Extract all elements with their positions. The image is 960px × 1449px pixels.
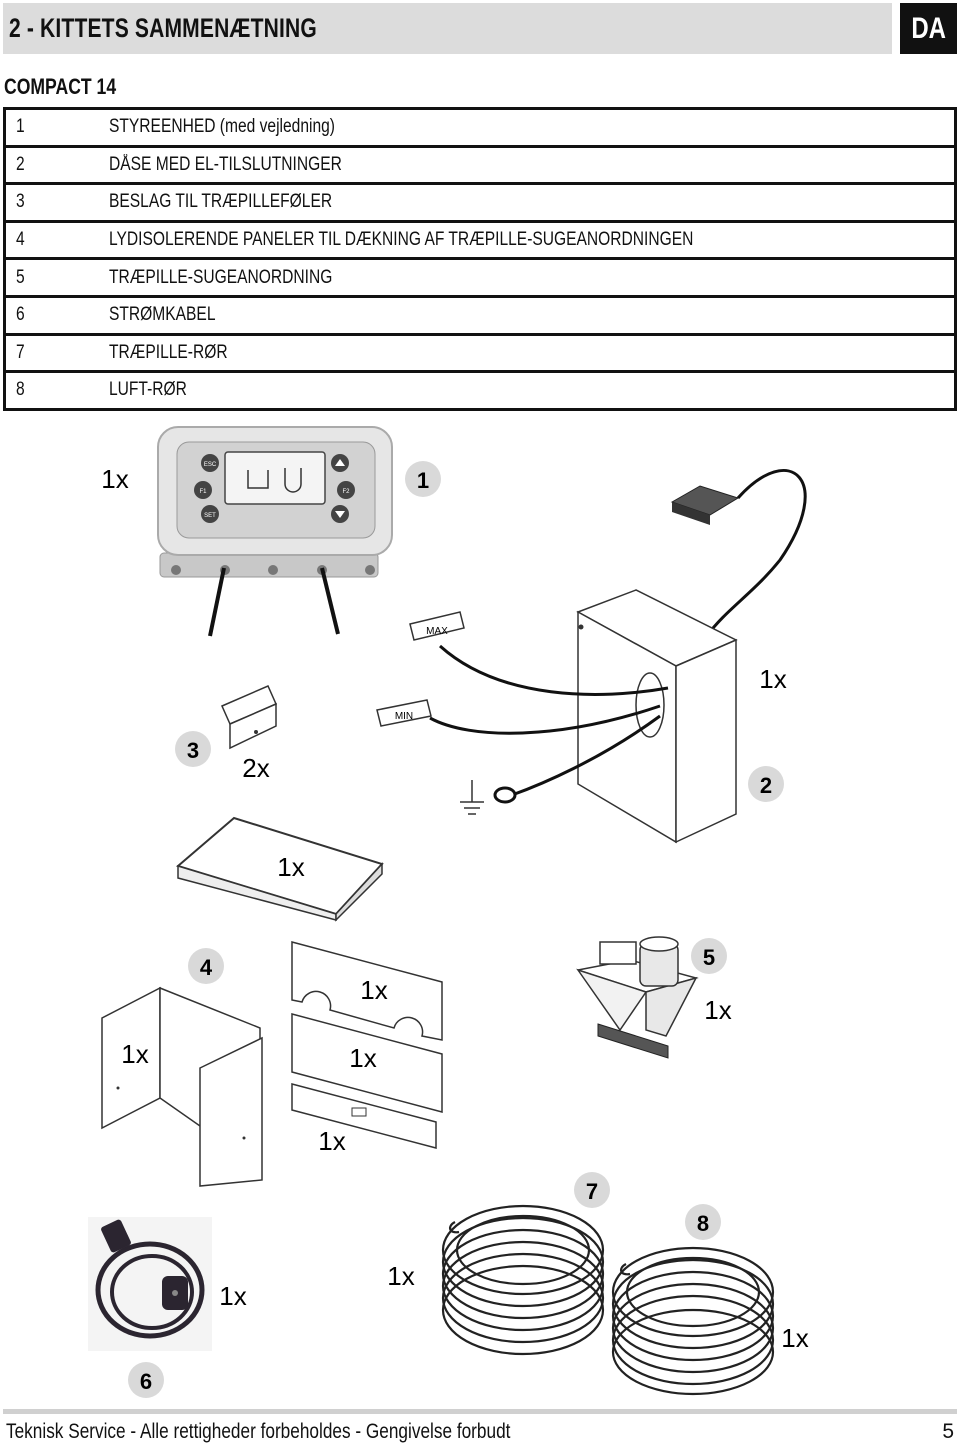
parts-row: 4 LYDISOLERENDE PANELER TIL DÆKNING AF TR… <box>3 219 957 261</box>
language-code: DA <box>911 11 946 45</box>
top-panel <box>175 816 384 922</box>
part-description-text: TRÆPILLE-SUGEANORDNING <box>108 266 332 288</box>
kit-illustration: ESC F1 SET F2 1x 1 MAX <box>88 426 809 1398</box>
part-number-text: 5 <box>16 266 25 288</box>
section-title: COMPACT 14 <box>4 74 117 99</box>
part-number: 2 <box>3 144 97 186</box>
suction-unit <box>576 936 699 1059</box>
panel-b <box>291 1013 443 1113</box>
panel-a <box>291 941 443 1041</box>
part-description: LUFT-RØR <box>96 370 957 411</box>
set-button-label: SET <box>204 513 216 519</box>
side-panels <box>101 986 263 1187</box>
part-number-text: 8 <box>16 379 25 401</box>
part-number: 3 <box>3 182 97 223</box>
f2-button-label: F2 <box>342 489 350 495</box>
part-description-text: LYDISOLERENDE PANELER TIL DÆKNING AF TRÆ… <box>108 229 693 251</box>
parts-row: 3 BESLAG TIL TRÆPILLEFØLER <box>3 182 957 223</box>
suction-unit-number: 5 <box>703 945 715 970</box>
part-description-text: STYREENHED (med vejledning) <box>108 116 335 138</box>
power-cable-number: 6 <box>140 1369 152 1394</box>
part-number-text: 6 <box>16 304 25 326</box>
parts-row: 1 STYREENHED (med vejledning) <box>3 107 957 148</box>
air-hose-number: 8 <box>697 1211 709 1236</box>
part-description: STYREENHED (med vejledning) <box>96 107 957 148</box>
arrow-up-icon <box>335 459 345 466</box>
power-cable <box>88 1217 212 1351</box>
suction-unit-qty: 1x <box>704 995 731 1025</box>
min-sensor-label: MIN <box>395 711 413 722</box>
panels-number: 4 <box>200 955 213 980</box>
parts-row: 5 TRÆPILLE-SUGEANORDNING <box>3 257 957 298</box>
part-number: 8 <box>3 370 97 411</box>
power-cable-qty: 1x <box>219 1281 246 1311</box>
part-number: 6 <box>3 294 97 336</box>
part-number: 1 <box>3 107 97 148</box>
pellet-hose <box>441 1204 605 1356</box>
electrical-box: MAX MIN <box>376 469 807 844</box>
part-description: TRÆPILLE-RØR <box>96 332 957 374</box>
parts-row: 7 TRÆPILLE-RØR <box>3 332 957 374</box>
part-description-text: BESLAG TIL TRÆPILLEFØLER <box>108 191 332 213</box>
parts-row: 6 STRØMKABEL <box>3 294 957 336</box>
parts-row: 2 DÅSE MED EL-TILSLUTNINGER <box>3 144 957 186</box>
part-number: 4 <box>3 219 97 261</box>
panel-a-qty: 1x <box>360 975 387 1005</box>
part-description: STRØMKABEL <box>96 294 957 336</box>
electrical-box-qty: 1x <box>759 664 786 694</box>
part-number-text: 4 <box>16 229 25 251</box>
part-number-text: 2 <box>16 153 25 175</box>
footer-divider <box>3 1409 957 1414</box>
part-description-text: LUFT-RØR <box>108 379 187 401</box>
header-bar: 2 - KITTETS SAMMENÆTNING <box>3 3 892 54</box>
part-number-text: 3 <box>16 191 25 213</box>
part-description-text: STRØMKABEL <box>108 304 215 326</box>
part-description: LYDISOLERENDE PANELER TIL DÆKNING AF TRÆ… <box>96 219 957 261</box>
esc-button-label: ESC <box>204 462 217 468</box>
control-unit-number: 1 <box>417 468 429 493</box>
footer-text: Teknisk Service - Alle rettigheder forbe… <box>6 1420 511 1443</box>
control-unit-qty: 1x <box>101 464 128 494</box>
page-number: 5 <box>942 1420 954 1443</box>
side-panels-qty: 1x <box>121 1039 148 1069</box>
pellet-hose-qty: 1x <box>387 1261 414 1291</box>
bracket-qty: 2x <box>242 753 269 783</box>
part-number: 5 <box>3 257 97 298</box>
part-number: 7 <box>3 332 97 374</box>
part-number-text: 1 <box>16 116 25 138</box>
part-description: TRÆPILLE-SUGEANORDNING <box>96 257 957 298</box>
page-title: 2 - KITTETS SAMMENÆTNING <box>9 13 317 43</box>
part-description-text: DÅSE MED EL-TILSLUTNINGER <box>108 153 342 175</box>
control-unit: ESC F1 SET F2 <box>157 426 393 637</box>
panel-c-qty: 1x <box>318 1126 345 1156</box>
bracket-number: 3 <box>187 738 199 763</box>
max-sensor-label: MAX <box>426 626 448 637</box>
top-panel-qty: 1x <box>277 852 304 882</box>
air-hose <box>611 1246 775 1396</box>
pellet-hose-number: 7 <box>586 1179 598 1204</box>
f1-button-label: F1 <box>199 489 207 495</box>
part-description-text: TRÆPILLE-RØR <box>108 341 228 363</box>
panel-b-qty: 1x <box>349 1043 376 1073</box>
parts-table: 1 STYREENHED (med vejledning) 2 DÅSE MED EL… <box>3 107 957 411</box>
part-description: DÅSE MED EL-TILSLUTNINGER <box>96 144 957 186</box>
language-badge: DA <box>900 3 957 54</box>
parts-row: 8 LUFT-RØR <box>3 370 957 411</box>
panel-c <box>291 1083 437 1149</box>
air-hose-qty: 1x <box>781 1323 808 1353</box>
arrow-down-icon <box>335 511 345 518</box>
part-description: BESLAG TIL TRÆPILLEFØLER <box>96 182 957 223</box>
electrical-box-number: 2 <box>760 773 772 798</box>
sensor-bracket <box>221 685 277 750</box>
ground-icon <box>460 780 484 815</box>
part-number-text: 7 <box>16 341 25 363</box>
